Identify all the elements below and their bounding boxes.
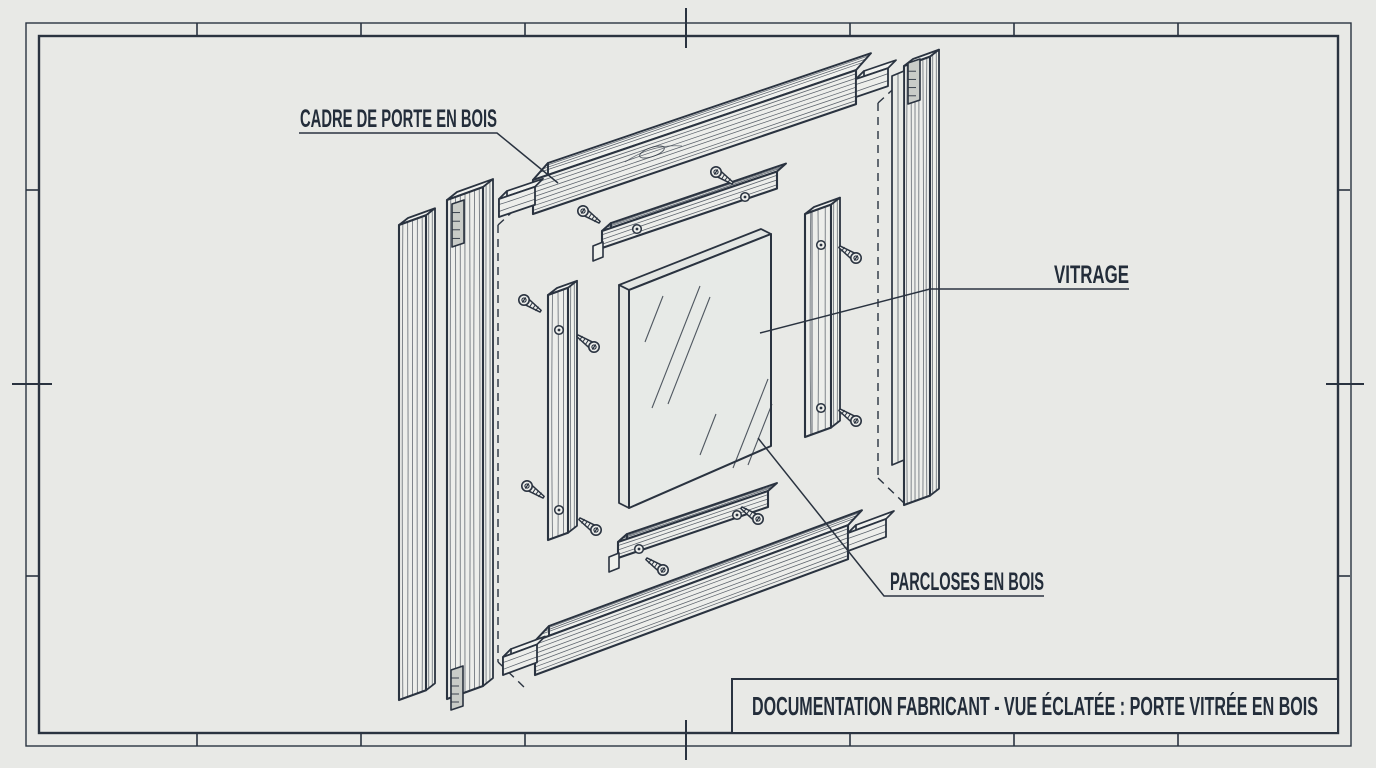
screw [576,205,601,224]
bead-left [546,279,578,542]
glass-pane [618,228,773,509]
drawing-layer [12,8,1364,760]
stile-left-inner [445,178,494,711]
screw [520,479,545,499]
screw [838,408,862,427]
title-block-box [731,678,1339,734]
screw [740,506,764,525]
screw [645,557,669,576]
bottom-rail [502,509,895,677]
screw [578,517,602,536]
label-beads: PARCLOSES EN BOIS [890,568,1044,596]
stile-right-groove [891,70,905,466]
leader-line-frame [299,132,559,184]
leader-line-glazing [759,288,1129,334]
screw [576,334,600,353]
screw [709,166,734,185]
leader-line-beads [757,437,1044,597]
top-rail [498,52,897,218]
bead-bottom [608,482,778,573]
title-block: DOCUMENTATION FABRICANT - VUE ÉCLATÉE : … [731,678,1339,734]
annotation-layer: CADRE DE PORTE EN BOIS VITRAGE PARCLOSES… [299,105,1339,734]
stile-left-outer [397,207,436,702]
bead-top [592,162,787,262]
stile-right [902,48,940,507]
screw [838,245,862,265]
screw [517,293,542,313]
title-block-text: DOCUMENTATION FABRICANT - VUE ÉCLATÉE : … [752,691,1318,721]
label-glazing: VITRAGE [1054,261,1129,289]
label-frame: CADRE DE PORTE EN BOIS [300,105,497,133]
border-frame [12,8,1364,760]
